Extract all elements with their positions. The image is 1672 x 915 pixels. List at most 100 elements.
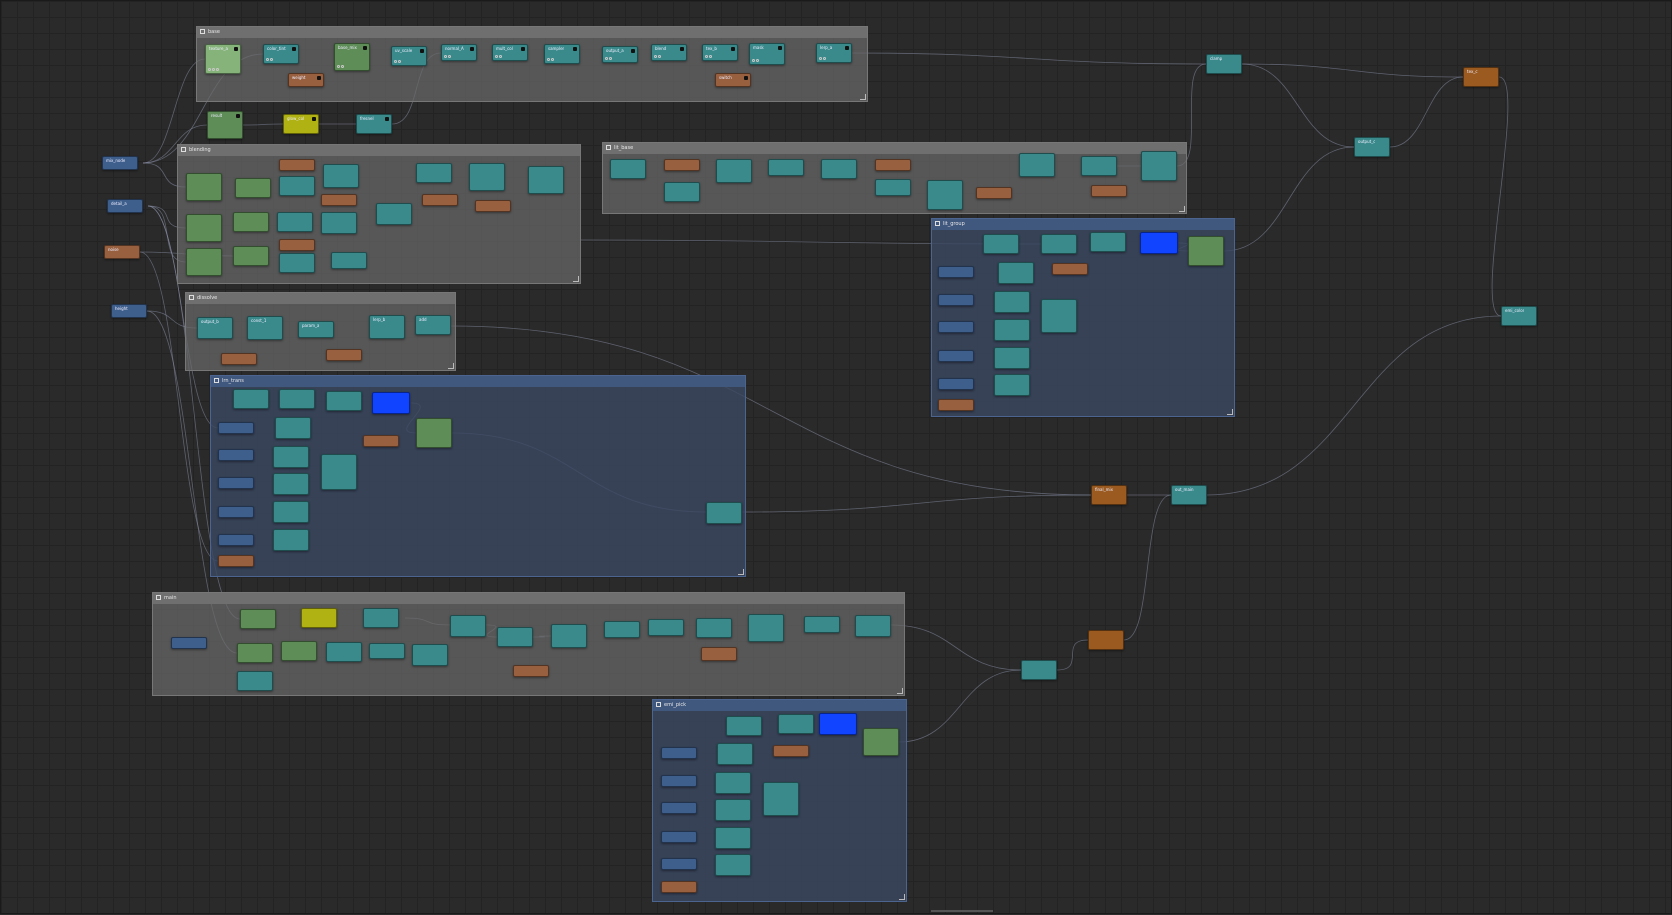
graph-node[interactable]: sampler [544, 44, 580, 64]
graph-node[interactable] [661, 747, 697, 759]
graph-node[interactable] [273, 529, 309, 551]
graph-node[interactable] [412, 644, 448, 666]
graph-node[interactable] [1141, 151, 1177, 181]
graph-node[interactable] [875, 159, 911, 171]
group-collapse-icon[interactable] [214, 378, 219, 383]
graph-node[interactable]: uv_scale [391, 46, 427, 66]
graph-node[interactable] [186, 214, 222, 242]
graph-node[interactable] [763, 782, 799, 816]
graph-node[interactable] [927, 180, 963, 210]
input-port[interactable] [212, 68, 215, 71]
graph-node[interactable] [279, 239, 315, 251]
graph-node[interactable] [218, 534, 254, 546]
graph-node[interactable]: out_main [1171, 485, 1207, 505]
graph-node[interactable] [321, 194, 357, 206]
graph-node[interactable] [938, 350, 974, 362]
graph-node[interactable] [363, 435, 399, 447]
node-preview-icon[interactable] [292, 47, 296, 51]
graph-node[interactable] [648, 619, 684, 636]
graph-node[interactable] [976, 187, 1012, 199]
input-port[interactable] [605, 57, 608, 60]
resize-handle-icon[interactable] [738, 569, 744, 575]
resize-handle-icon[interactable] [899, 894, 905, 900]
input-port[interactable] [341, 65, 344, 68]
resize-handle-icon[interactable] [897, 688, 903, 694]
input-port[interactable] [448, 55, 451, 58]
node-preview-icon[interactable] [680, 47, 684, 51]
graph-node[interactable] [273, 446, 309, 468]
graph-node[interactable] [237, 643, 273, 663]
graph-node[interactable] [938, 378, 974, 390]
graph-node[interactable] [1052, 263, 1088, 275]
graph-node[interactable] [235, 178, 271, 198]
graph-node[interactable] [279, 389, 315, 409]
input-port[interactable] [499, 55, 502, 58]
graph-node[interactable] [875, 179, 911, 196]
graph-node[interactable] [604, 621, 640, 638]
graph-node[interactable] [218, 449, 254, 461]
node-preview-icon[interactable] [312, 117, 316, 121]
graph-node[interactable]: noise [104, 245, 140, 259]
graph-node[interactable]: weight [288, 73, 324, 87]
graph-node[interactable] [301, 608, 337, 628]
graph-node[interactable] [422, 194, 458, 206]
graph-node[interactable] [715, 827, 751, 849]
graph-node[interactable]: lerp_a [816, 43, 852, 63]
graph-node[interactable] [277, 212, 313, 232]
graph-node[interactable] [372, 392, 410, 414]
graph-node[interactable] [186, 248, 222, 276]
graph-node[interactable]: height [111, 304, 147, 318]
node-preview-icon[interactable] [234, 47, 238, 51]
input-port[interactable] [398, 60, 401, 63]
graph-node[interactable]: const_1 [247, 316, 283, 340]
node-preview-icon[interactable] [521, 47, 525, 51]
resize-handle-icon[interactable] [860, 94, 866, 100]
graph-node[interactable]: clamp [1206, 54, 1242, 74]
graph-node[interactable] [369, 643, 405, 659]
graph-node[interactable] [1041, 234, 1077, 254]
graph-node[interactable] [475, 200, 511, 212]
graph-node[interactable]: lerp_b [369, 315, 405, 339]
node-preview-icon[interactable] [363, 46, 367, 50]
group-header[interactable]: lit_base [603, 143, 1186, 154]
graph-node[interactable] [696, 618, 732, 638]
input-port[interactable] [547, 58, 550, 61]
input-port[interactable] [752, 59, 755, 62]
graph-node[interactable]: mix_node [102, 156, 138, 170]
graph-node[interactable]: tex_b [702, 44, 738, 61]
graph-node[interactable] [221, 353, 257, 365]
node-preview-icon[interactable] [631, 49, 635, 53]
group-lit-base[interactable]: lit_base [602, 142, 1187, 214]
graph-node[interactable]: detail_a [107, 199, 143, 213]
graph-node[interactable] [321, 454, 357, 490]
graph-node[interactable] [469, 163, 505, 191]
graph-node[interactable] [768, 159, 804, 176]
graph-node[interactable] [1091, 185, 1127, 197]
resize-handle-icon[interactable] [1179, 206, 1185, 212]
graph-node[interactable] [726, 716, 762, 736]
input-port[interactable] [823, 57, 826, 60]
graph-node[interactable] [1081, 156, 1117, 176]
node-preview-icon[interactable] [385, 117, 389, 121]
group-header[interactable]: emi_pick [653, 700, 906, 711]
graph-node[interactable] [664, 159, 700, 171]
graph-node[interactable] [938, 294, 974, 306]
group-collapse-icon[interactable] [156, 595, 161, 600]
group-header[interactable]: dissolve [186, 293, 455, 304]
graph-node[interactable] [661, 775, 697, 787]
graph-node[interactable]: color_tint [263, 44, 299, 64]
group-header[interactable]: main [153, 593, 904, 604]
graph-node[interactable] [661, 858, 697, 870]
graph-node[interactable]: normal_A [441, 44, 477, 61]
graph-node[interactable]: emi_color [1501, 306, 1537, 326]
graph-node[interactable] [218, 506, 254, 518]
group-collapse-icon[interactable] [656, 702, 661, 707]
graph-node[interactable] [804, 616, 840, 633]
graph-node[interactable] [279, 253, 315, 273]
graph-node[interactable] [819, 713, 857, 735]
graph-node[interactable] [1140, 232, 1178, 254]
group-header[interactable]: base [197, 27, 867, 38]
node-preview-icon[interactable] [236, 114, 240, 118]
graph-node[interactable]: tex_c [1463, 67, 1499, 87]
graph-node[interactable] [994, 319, 1030, 341]
